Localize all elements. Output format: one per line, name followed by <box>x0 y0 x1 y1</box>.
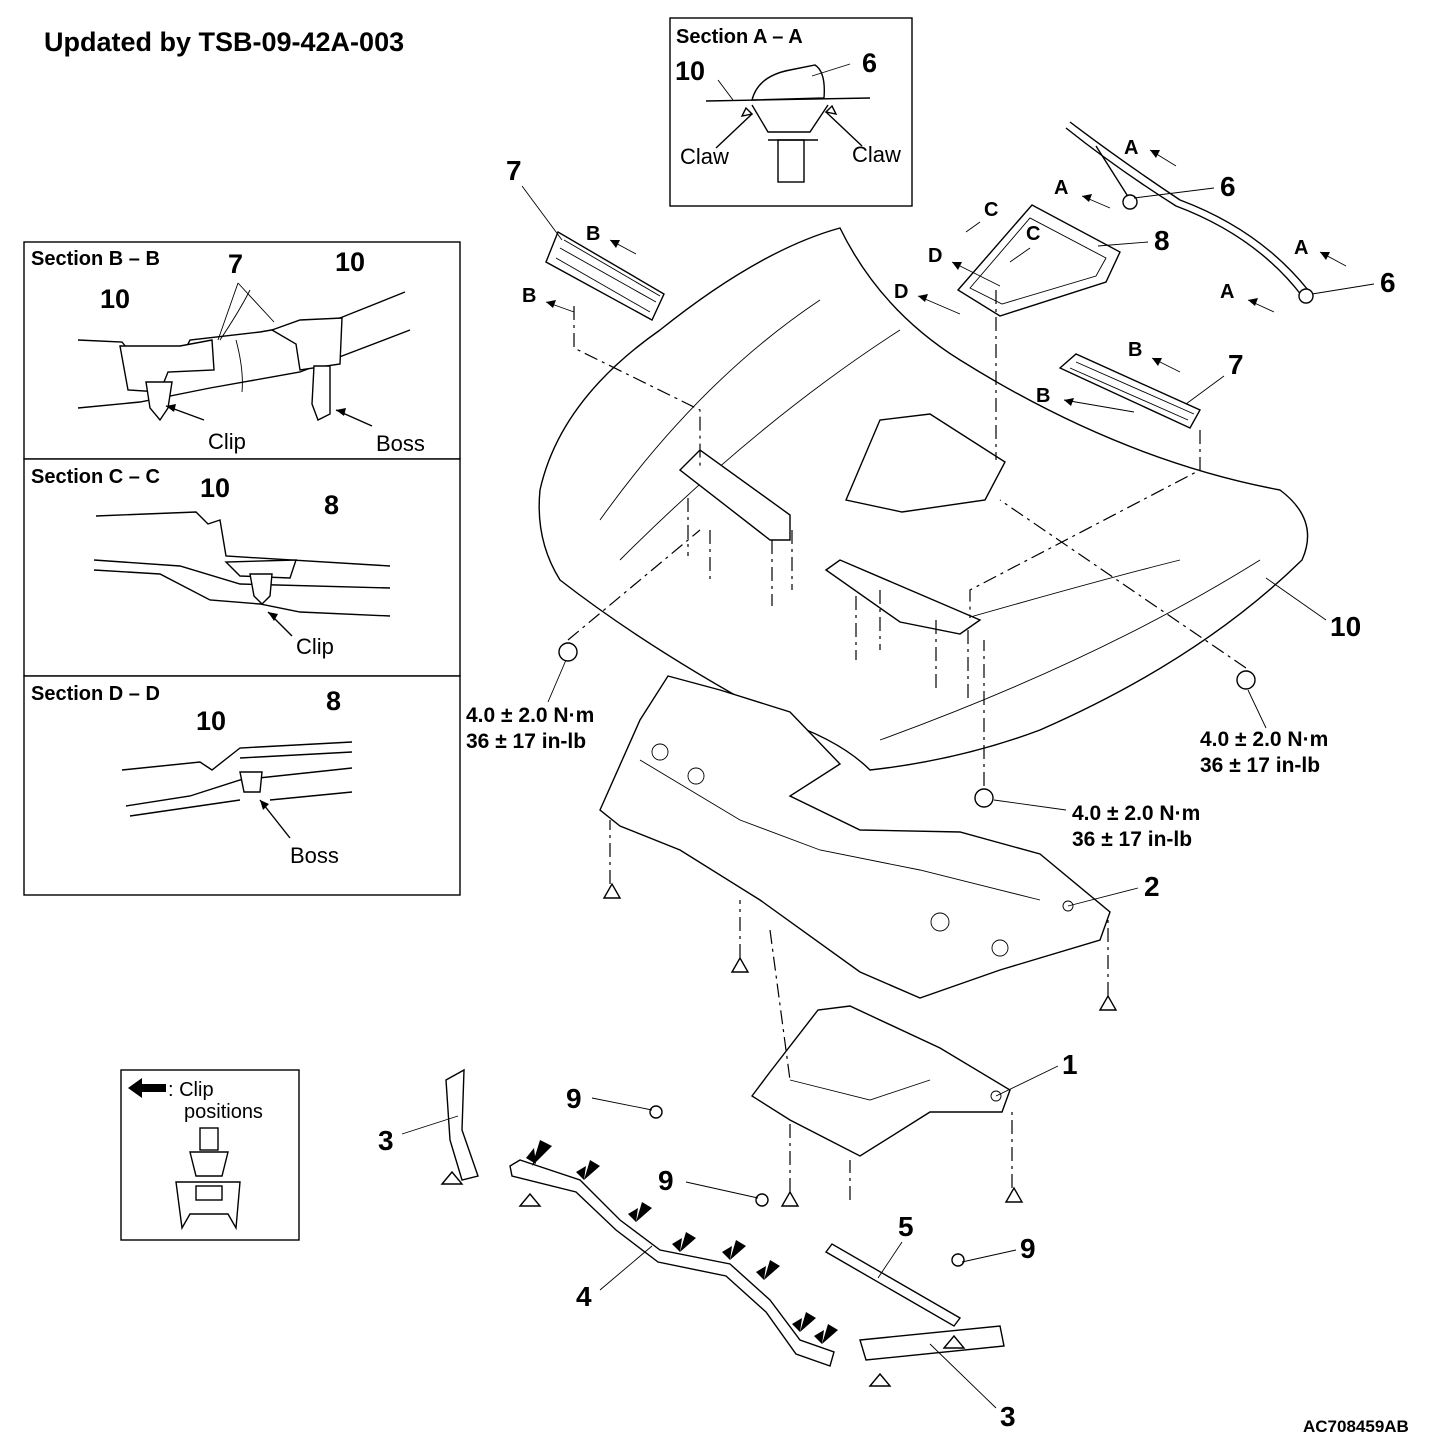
section-d-boss-label: Boss <box>290 843 339 868</box>
section-d-callout-8: 8 <box>326 686 341 716</box>
marker-b-2: B <box>522 285 536 307</box>
callout-9-c: 9 <box>1020 1233 1036 1264</box>
callout-5: 5 <box>898 1211 914 1242</box>
cover-2 <box>599 675 1111 999</box>
callout-8: 8 <box>1154 225 1170 256</box>
clip-icon <box>175 1127 241 1231</box>
section-a-claw-left: Claw <box>680 144 729 169</box>
marker-b-1: B <box>586 223 600 245</box>
seal-6 <box>1065 121 1314 304</box>
marker-a-4: A <box>1220 281 1234 303</box>
cover-1 <box>750 1005 1011 1157</box>
marker-a-2: A <box>1054 177 1068 199</box>
trim-3-left <box>445 1068 479 1181</box>
section-a-title: Section A – A <box>676 26 803 48</box>
legend-arrow-icon <box>128 1078 166 1098</box>
torque-specs: 4.0 ± 2.0 N·m 36 ± 17 in-lb 4.0 ± 2.0 N·… <box>466 659 1328 851</box>
callout-2: 2 <box>1144 871 1160 902</box>
section-b-b-box: Section B – B 7 10 10 Clip Boss <box>23 241 461 460</box>
section-c-c-box: Section C – C 10 8 Clip <box>23 458 461 677</box>
fastener-clips <box>440 642 1256 1387</box>
callout-9-a: 9 <box>566 1083 582 1114</box>
section-d-callout-10: 10 <box>196 706 226 736</box>
legend-line-2: positions <box>184 1101 263 1123</box>
callout-7-right: 7 <box>1228 349 1244 380</box>
section-b-callout-10-left: 10 <box>100 284 130 314</box>
vent-7-right <box>1058 353 1201 429</box>
marker-b-3: B <box>1128 339 1142 361</box>
section-b-callout-7: 7 <box>228 249 243 279</box>
section-d-d-box: Section D – D 10 8 Boss <box>23 675 461 896</box>
callout-9-b: 9 <box>658 1165 674 1196</box>
section-b-boss-label: Boss <box>376 431 425 456</box>
marker-b-4: B <box>1036 385 1050 407</box>
marker-c-1: C <box>984 199 998 221</box>
section-b-title: Section B – B <box>31 248 160 270</box>
view-markers: A A A A B B B B C C D D <box>522 137 1347 413</box>
torque-right-nm: 4.0 ± 2.0 N·m <box>1200 728 1328 751</box>
alignment-lines <box>567 290 1247 1200</box>
legend-line-1: : Clip <box>168 1079 214 1101</box>
section-b-callout-10-top: 10 <box>335 247 365 277</box>
scoop-8 <box>956 204 1121 317</box>
section-b-clip-label: Clip <box>208 429 246 454</box>
callout-6-upper: 6 <box>1220 171 1236 202</box>
callout-10: 10 <box>1330 611 1361 642</box>
figure-id: AC708459AB <box>1303 1417 1409 1436</box>
callout-6-lower: 6 <box>1380 267 1396 298</box>
vent-7-left <box>545 230 665 321</box>
section-a-a-box: Section A – A 10 6 Claw Claw <box>669 17 913 207</box>
marker-a-3: A <box>1294 237 1308 259</box>
clip-position-arrows <box>526 1140 838 1344</box>
marker-d-2: D <box>894 281 908 303</box>
section-a-callout-10: 10 <box>675 56 705 86</box>
torque-left-nm: 4.0 ± 2.0 N·m <box>466 704 594 727</box>
section-c-clip-label: Clip <box>296 634 334 659</box>
strip-4 <box>509 1159 835 1367</box>
callout-1: 1 <box>1062 1049 1078 1080</box>
callout-4: 4 <box>576 1281 592 1312</box>
marker-d-1: D <box>928 245 942 267</box>
section-d-title: Section D – D <box>31 683 160 705</box>
section-c-callout-10: 10 <box>200 473 230 503</box>
torque-center-nm: 4.0 ± 2.0 N·m <box>1072 802 1200 825</box>
trim-3-right <box>859 1325 1005 1361</box>
section-c-title: Section C – C <box>31 466 160 488</box>
hood-panel <box>538 227 1309 771</box>
callout-3-left: 3 <box>378 1125 394 1156</box>
section-c-callout-8: 8 <box>324 490 339 520</box>
part-callouts: 1 2 3 3 4 5 6 6 7 7 8 9 9 9 10 <box>378 155 1396 1432</box>
section-a-claw-right: Claw <box>852 142 901 167</box>
torque-center-inlb: 36 ± 17 in-lb <box>1072 828 1192 851</box>
callout-3-right: 3 <box>1000 1401 1016 1432</box>
strip-5 <box>824 1243 962 1327</box>
page-title: Updated by TSB-09-42A-003 <box>44 27 404 57</box>
callout-7-left: 7 <box>506 155 522 186</box>
marker-c-2: C <box>1026 223 1040 245</box>
marker-a-1: A <box>1124 137 1138 159</box>
torque-left-inlb: 36 ± 17 in-lb <box>466 730 586 753</box>
section-a-callout-6: 6 <box>862 48 877 78</box>
torque-right-inlb: 36 ± 17 in-lb <box>1200 754 1320 777</box>
legend-box: : Clip positions <box>120 1069 300 1241</box>
